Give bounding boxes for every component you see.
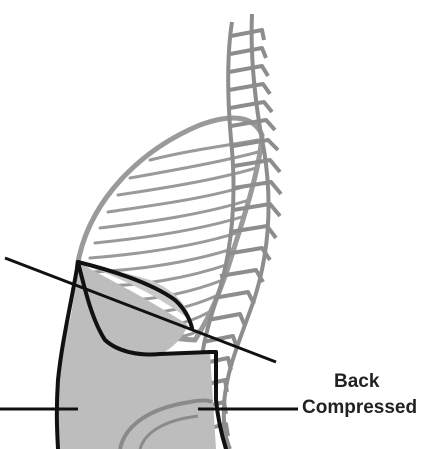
back-label-line2: Compressed xyxy=(302,398,417,418)
vertebra xyxy=(229,84,270,94)
back-label-line1: Back xyxy=(334,372,379,392)
vertebra xyxy=(230,102,272,112)
vertebra xyxy=(230,48,266,58)
rib-line xyxy=(95,216,245,243)
vertebra xyxy=(231,30,264,40)
rib-line xyxy=(100,200,249,228)
vertebra xyxy=(208,314,245,326)
vertebra xyxy=(233,140,278,150)
vertebra xyxy=(229,66,268,76)
vertebra xyxy=(234,182,281,194)
vertebra xyxy=(233,204,280,216)
